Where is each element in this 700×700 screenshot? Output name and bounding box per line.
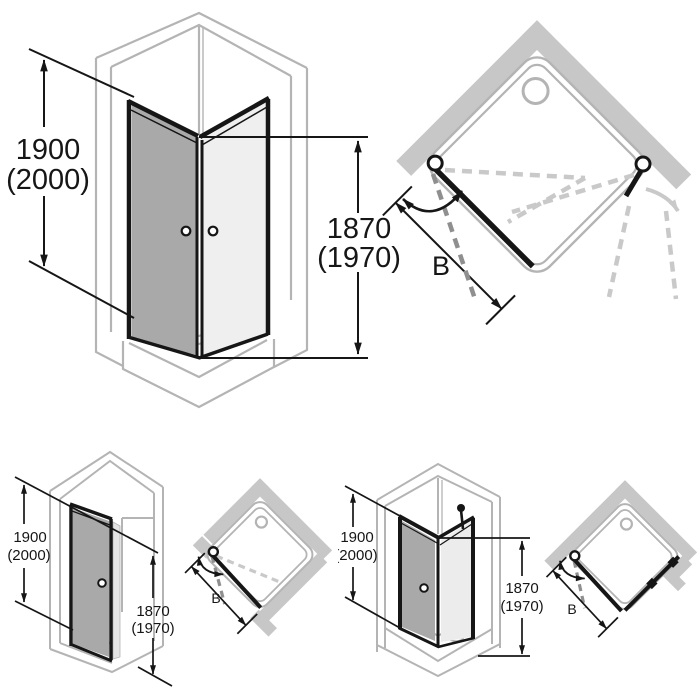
door-knob-icon (180, 225, 192, 237)
dim-glass-value: 1870 (327, 213, 392, 245)
width-label: B (211, 590, 220, 606)
width-label: B (432, 251, 450, 281)
stabilizer-bar-icon (457, 504, 465, 530)
second-door-hinge (623, 155, 652, 198)
dimension-glass-height-1870: 1870 (1970) (131, 555, 175, 687)
dimension-glass-height-1870: 1870 (1970) (199, 136, 400, 359)
dimension-width-B (184, 552, 258, 635)
drain-icon (521, 77, 550, 106)
figure-swing-door-isometric: 1900 (2000) 1870 (1970) (8, 450, 175, 687)
dimension-height-1900: 1900 (2000) (6, 48, 135, 319)
dimension-height-1900: 1900 (2000) (338, 485, 401, 629)
dim-glass-alt: (1970) (500, 598, 543, 615)
dim-glass-value: 1870 (136, 603, 169, 620)
figure-swing-door-plan: B (184, 478, 333, 637)
door-knob-icon (97, 578, 107, 588)
side-panel (437, 504, 475, 649)
left-door-panel (126, 98, 201, 360)
hinge-icon (426, 154, 444, 172)
dim-height-alt: (2000) (338, 547, 378, 564)
door-knob-icon (207, 225, 219, 237)
dim-height-alt: (2000) (8, 547, 51, 564)
figure-door-sidepanel-isometric: 1900 (2000) 1870 (1970) (338, 462, 544, 678)
dimension-height-1900: 1900 (2000) (8, 476, 159, 631)
dimension-glass-height-1870: 1870 (1970) (438, 537, 544, 657)
drain-icon (254, 515, 269, 529)
hinge-icon (634, 155, 652, 173)
dim-glass-value: 1870 (505, 580, 538, 597)
dim-height-value: 1900 (16, 134, 81, 166)
shower-tray-plan (571, 503, 679, 610)
figure-corner-entry-isometric: 1900 (2000) 1870 (1970) (6, 11, 400, 409)
swing-arc (402, 190, 464, 213)
door-panel (398, 514, 440, 649)
figure-door-sidepanel-plan: B (544, 480, 698, 638)
dim-height-value: 1900 (340, 529, 373, 546)
width-label: B (567, 601, 576, 617)
drain-icon (619, 517, 634, 531)
swing-arc-light (645, 187, 680, 213)
back-walls-outline (94, 11, 309, 338)
dim-height-value: 1900 (13, 529, 46, 546)
dim-glass-alt: (1970) (131, 620, 174, 637)
door-panel (69, 502, 121, 663)
door-knob-icon (419, 583, 429, 593)
hinge-icon (207, 546, 220, 558)
right-door-panel (198, 96, 271, 360)
dim-glass-alt: (1970) (317, 242, 400, 274)
dim-height-alt: (2000) (6, 164, 90, 196)
hinge-icon (569, 550, 581, 562)
back-walls-outline (376, 462, 501, 652)
wall-bands (544, 480, 698, 592)
dimension-width-B (545, 556, 619, 638)
wall-bands (396, 20, 692, 190)
wall-bands (192, 478, 333, 637)
door-open-positions-light (444, 167, 679, 300)
figure-corner-entry-plan: B (382, 20, 692, 326)
